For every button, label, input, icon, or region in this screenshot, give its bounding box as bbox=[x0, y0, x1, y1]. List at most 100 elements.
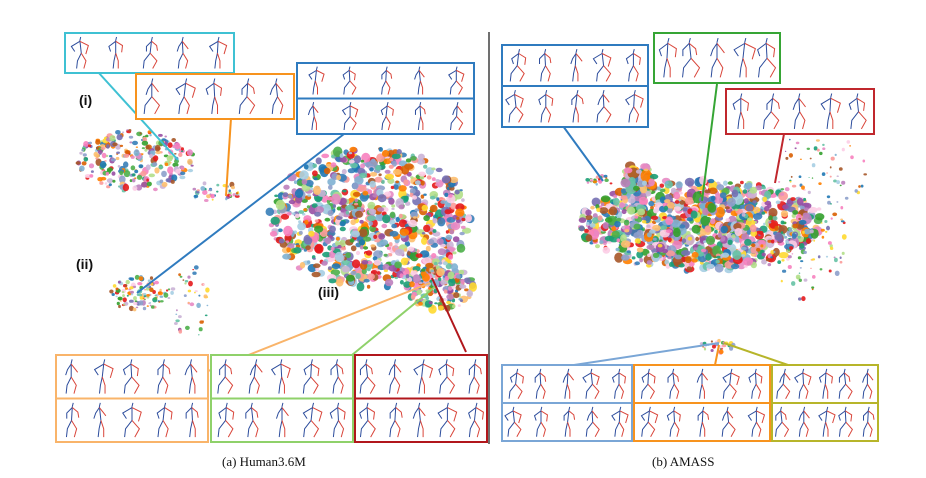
scatter-point bbox=[611, 230, 620, 238]
scatter-point bbox=[376, 271, 381, 275]
connector-line bbox=[714, 344, 720, 366]
scatter-point bbox=[391, 153, 401, 160]
scatter-point bbox=[836, 175, 839, 177]
scatter-point bbox=[198, 327, 203, 332]
scatter-point bbox=[844, 196, 849, 200]
connector-line bbox=[136, 133, 345, 294]
scatter-point bbox=[398, 204, 405, 210]
scatter-point bbox=[750, 243, 756, 248]
scatter-point bbox=[159, 288, 162, 292]
scatter-point bbox=[665, 229, 673, 234]
pose-box-blue-b bbox=[501, 44, 649, 128]
scatter-point bbox=[657, 243, 663, 248]
scatter-point bbox=[210, 193, 215, 199]
scatter-point bbox=[408, 246, 415, 252]
scatter-point bbox=[448, 286, 453, 291]
scatter-point bbox=[369, 172, 378, 177]
scatter-point bbox=[175, 168, 182, 174]
scatter-point bbox=[679, 224, 686, 229]
scatter-point bbox=[235, 192, 239, 195]
cluster-ii bbox=[109, 274, 171, 312]
scatter-point bbox=[406, 276, 413, 283]
pose-skeleton-icon bbox=[533, 406, 548, 437]
pose-skeleton-icon bbox=[342, 66, 357, 95]
scatter-point bbox=[180, 166, 185, 170]
scatter-point bbox=[129, 141, 133, 144]
scatter-point bbox=[740, 246, 747, 251]
scatter-point bbox=[707, 203, 717, 213]
scatter-point bbox=[836, 180, 840, 185]
scatter-point bbox=[789, 138, 791, 141]
scatter-point bbox=[673, 227, 681, 238]
pose-skeleton-icon bbox=[838, 368, 853, 399]
scatter-point bbox=[116, 151, 120, 154]
pose-skeleton-icon bbox=[658, 37, 677, 78]
scatter-point bbox=[365, 161, 372, 168]
scatter-point bbox=[604, 217, 613, 223]
scatter-point bbox=[138, 164, 144, 169]
scatter-point bbox=[130, 293, 134, 296]
pose-skeleton-icon bbox=[157, 359, 171, 394]
pose-skeleton-icon bbox=[794, 368, 812, 399]
scatter-point bbox=[446, 293, 455, 300]
scatter-point bbox=[450, 202, 457, 210]
scatter-point bbox=[405, 158, 412, 163]
scatter-point bbox=[584, 228, 589, 233]
scatter-point bbox=[754, 211, 757, 214]
scatter-point bbox=[811, 286, 815, 289]
scatter-point bbox=[381, 179, 385, 184]
scatter-point bbox=[422, 257, 432, 265]
scatter-point bbox=[763, 222, 766, 226]
scatter-point bbox=[168, 155, 174, 160]
scatter-point bbox=[184, 282, 187, 285]
scatter-point bbox=[731, 189, 739, 198]
scatter-point bbox=[359, 239, 365, 246]
scatter-point bbox=[800, 260, 804, 263]
scatter-point bbox=[449, 176, 459, 184]
scatter-point bbox=[398, 213, 403, 219]
pose-skeleton-icon bbox=[682, 37, 701, 78]
scatter-point bbox=[158, 301, 161, 303]
scatter-point bbox=[132, 140, 138, 146]
scatter-point bbox=[833, 179, 837, 183]
scatter-point bbox=[670, 187, 677, 193]
scatter-point bbox=[643, 168, 649, 172]
scatter-point bbox=[306, 260, 311, 264]
amass-sparse-right bbox=[750, 182, 847, 302]
pose-box-light-green bbox=[210, 354, 354, 443]
scatter-point bbox=[182, 279, 185, 281]
scatter-point bbox=[275, 199, 286, 210]
pose-skeleton-icon bbox=[359, 402, 376, 438]
scatter-point bbox=[152, 155, 159, 162]
scatter-point bbox=[605, 177, 608, 179]
scatter-point bbox=[116, 301, 120, 306]
scatter-point bbox=[585, 178, 590, 182]
scatter-point bbox=[669, 262, 674, 267]
scatter-point bbox=[595, 183, 598, 186]
scatter-point bbox=[812, 275, 816, 279]
pose-skeleton-icon bbox=[381, 66, 393, 95]
scatter-point bbox=[394, 261, 402, 269]
scatter-point bbox=[420, 180, 425, 186]
scatter-point bbox=[846, 140, 851, 144]
scatter-point bbox=[123, 170, 131, 178]
scatter-point bbox=[791, 253, 794, 255]
scatter-point bbox=[386, 246, 392, 250]
scatter-point bbox=[854, 189, 858, 193]
scatter-point bbox=[755, 185, 763, 191]
scatter-point bbox=[122, 131, 125, 134]
scatter-point bbox=[809, 229, 814, 234]
scatter-point bbox=[359, 245, 364, 250]
scatter-point bbox=[124, 150, 131, 154]
scatter-point bbox=[798, 272, 801, 275]
scatter-point bbox=[355, 250, 361, 256]
scatter-point bbox=[761, 252, 766, 257]
scatter-point bbox=[445, 230, 449, 234]
scatter-point bbox=[774, 232, 783, 241]
scatter-point bbox=[795, 274, 801, 280]
pose-skeleton-icon bbox=[838, 406, 853, 437]
scatter-point bbox=[115, 156, 120, 161]
scatter-point bbox=[420, 194, 425, 199]
scatter-point bbox=[849, 145, 851, 147]
scatter-point bbox=[743, 257, 754, 266]
